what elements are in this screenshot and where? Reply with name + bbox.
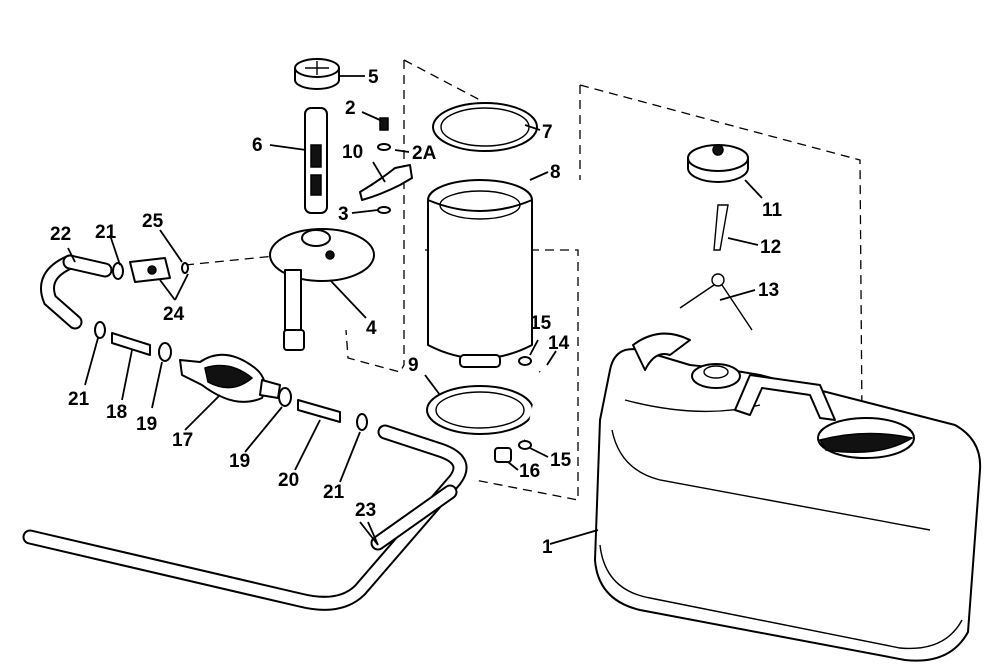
screw-and-washers <box>377 117 391 214</box>
gauge-assembly <box>269 228 375 351</box>
callout-23: 23 <box>355 500 376 521</box>
callout-20: 20 <box>278 470 299 491</box>
callout-14: 14 <box>548 333 570 354</box>
pickup-canister <box>427 179 533 368</box>
callout-25: 25 <box>142 211 164 232</box>
callout-17: 17 <box>172 430 193 451</box>
leader-lines <box>67 75 763 546</box>
vent-cap <box>687 144 749 183</box>
fuel-tank <box>594 332 982 662</box>
callout-3: 3 <box>338 204 349 225</box>
callout-18: 18 <box>106 402 127 423</box>
spring-wire <box>679 273 753 331</box>
callout-13: 13 <box>758 280 779 301</box>
callout-12: 12 <box>760 237 781 258</box>
callout-2a: 2A <box>412 143 437 164</box>
primer-hose-assembly <box>22 254 468 611</box>
callout-7: 7 <box>542 122 553 143</box>
callout-21-top: 21 <box>95 222 117 243</box>
callout-8: 8 <box>550 162 561 183</box>
gauge-cap <box>294 58 340 90</box>
callout-15-top: 15 <box>530 313 552 334</box>
hose-and-filter <box>494 356 554 463</box>
callout-10: 10 <box>342 142 363 163</box>
callout-5: 5 <box>368 67 379 88</box>
callout-16: 16 <box>519 461 540 482</box>
callout-labels: 1 2 2A 3 4 5 6 7 8 9 10 11 12 13 14 15 1… <box>50 67 783 558</box>
retainer-clip <box>713 204 729 251</box>
callout-1: 1 <box>542 537 553 558</box>
callout-21-right: 21 <box>323 482 345 503</box>
callout-2: 2 <box>345 98 356 119</box>
callout-4: 4 <box>366 318 377 339</box>
callout-6: 6 <box>252 135 263 156</box>
callout-15-bottom: 15 <box>550 450 572 471</box>
gauge-tube <box>304 107 328 214</box>
callout-11: 11 <box>762 200 783 221</box>
callout-9: 9 <box>408 355 419 376</box>
callout-21-left: 21 <box>68 389 90 410</box>
gasket-ring-bottom <box>426 385 534 435</box>
callout-19-left: 19 <box>136 414 157 435</box>
callout-22: 22 <box>50 224 71 245</box>
gasket-ring-top <box>432 102 538 152</box>
callout-19-right: 19 <box>229 451 250 472</box>
gauge-bracket <box>359 164 413 201</box>
callout-24: 24 <box>163 304 185 325</box>
